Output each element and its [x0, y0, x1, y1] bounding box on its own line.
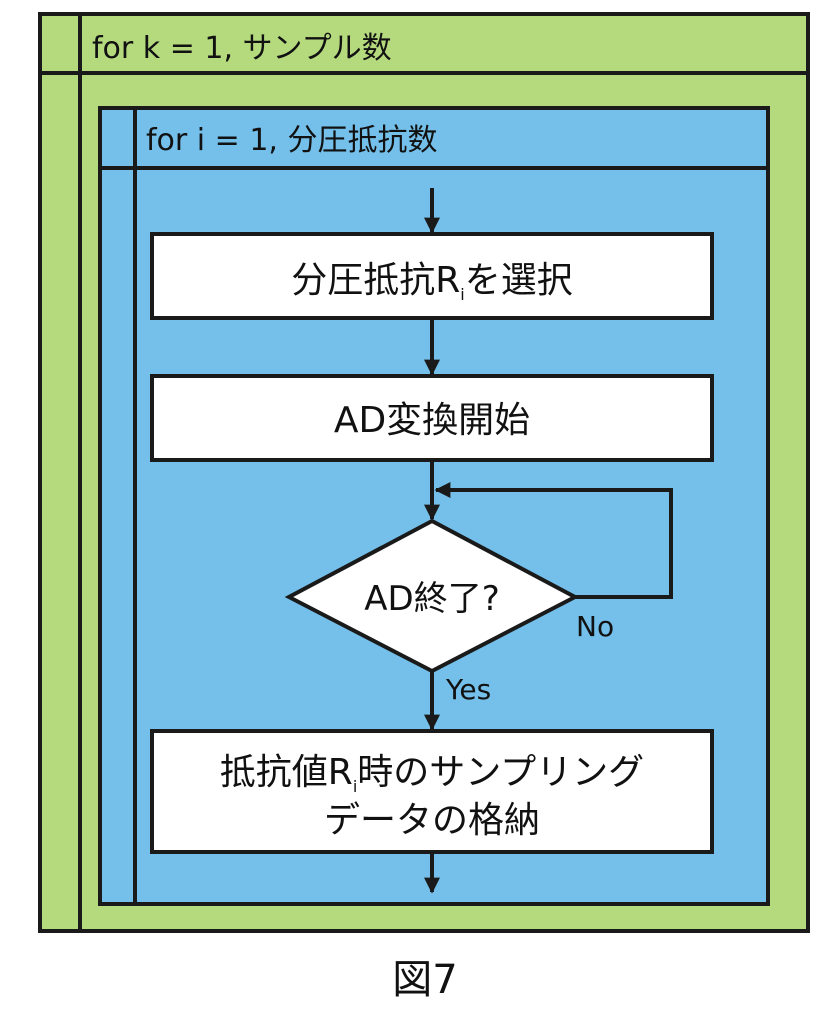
step-ad-start-text: AD変換開始 — [334, 400, 530, 441]
step-store-line2: データの格納 — [324, 800, 540, 841]
step-select-box — [150, 232, 714, 320]
step-store-subscript: i — [353, 777, 357, 796]
decision-text: AD終了? — [364, 579, 500, 619]
step-select-text: 分圧抵抗Riを選択 — [291, 260, 572, 304]
step-select-text-tail: を選択 — [465, 260, 573, 301]
label-yes: Yes — [445, 673, 491, 706]
step-store-line1-a: 抵抗値R — [220, 752, 353, 793]
arrow-no-loop — [434, 482, 673, 599]
step-select-text-main: 分圧抵抗R — [291, 260, 460, 301]
step-ad-start: AD変換開始 — [150, 374, 714, 462]
outer-loop-label: for k = 1, サンプル数 — [92, 31, 392, 66]
step-store-box — [150, 729, 714, 854]
step-select-subscript: i — [460, 285, 464, 304]
figure-caption: 図7 — [392, 957, 457, 1003]
inner-loop-label: for i = 1, 分圧抵抗数 — [146, 123, 438, 158]
step-select-resistor: 分圧抵抗Riを選択 — [150, 232, 714, 320]
step-store-line1: 抵抗値Ri時のサンプリング — [220, 752, 644, 796]
step-store-data: 抵抗値Ri時のサンプリング データの格納 — [150, 729, 714, 854]
step-ad-start-box — [150, 374, 714, 462]
step-store-line1-b: 時のサンプリング — [357, 752, 644, 793]
label-no: No — [576, 610, 614, 643]
